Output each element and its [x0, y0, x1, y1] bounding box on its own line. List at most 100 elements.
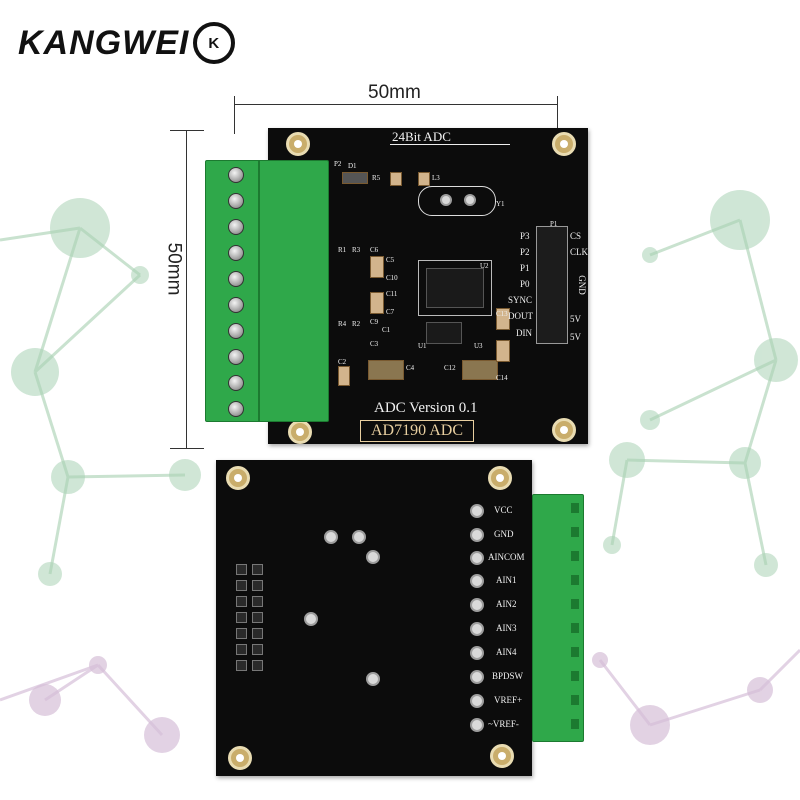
mount-hole — [288, 420, 312, 444]
smd-resistor — [390, 172, 402, 186]
header-label: DOUT — [508, 311, 533, 321]
pin-pad — [470, 670, 484, 684]
back-pin-label: GND — [494, 529, 514, 539]
component-label: R1 — [338, 246, 347, 254]
via-pad — [304, 612, 318, 626]
terminal-screw — [228, 193, 244, 209]
component-label: Y1 — [496, 200, 505, 208]
right-label: CLK — [570, 247, 588, 257]
component-label: R2 — [352, 320, 361, 328]
version-label: ADC Version 0.1 — [374, 400, 478, 416]
width-dimension-line — [234, 104, 558, 105]
header-label: P3 — [520, 231, 530, 241]
component-label: C6 — [370, 246, 379, 254]
component-label: C13 — [496, 310, 508, 318]
component-label: C14 — [496, 374, 508, 382]
mount-hole — [286, 132, 310, 156]
back-pin-label: AIN3 — [496, 623, 517, 633]
component-label: U3 — [474, 342, 483, 350]
pin-pad — [470, 528, 484, 542]
back-terminal-block — [532, 494, 584, 742]
height-dimension-line — [186, 130, 187, 448]
brand-logo: KANGWEI K — [18, 22, 236, 64]
back-pin-label: ~VREF- — [488, 719, 519, 729]
smd-capacitor — [338, 366, 350, 386]
smd-capacitor — [496, 340, 510, 362]
via-pad — [366, 672, 380, 686]
component-label: U1 — [418, 342, 427, 350]
mount-hole — [226, 466, 250, 490]
height-tick-bottom — [170, 448, 204, 449]
component-label: C5 — [386, 256, 395, 264]
component-label: C1 — [382, 326, 391, 334]
back-pin-label: BPDSW — [492, 671, 524, 681]
terminal-screw — [228, 297, 244, 313]
header-label: P1 — [520, 263, 530, 273]
smd-resistor — [418, 172, 430, 186]
component-label: C12 — [444, 364, 456, 372]
pin-pad — [470, 598, 484, 612]
mount-hole — [552, 418, 576, 442]
component-label: U2 — [480, 262, 489, 270]
tantalum-capacitor — [462, 360, 498, 380]
pin-pad — [470, 622, 484, 636]
terminal-divider — [258, 161, 260, 421]
header-label: SYNC — [508, 295, 533, 305]
header-footprint — [234, 560, 268, 678]
component-label: C2 — [338, 358, 347, 366]
component-label: C7 — [386, 308, 395, 316]
terminal-screw — [228, 323, 244, 339]
component-label: R3 — [352, 246, 361, 254]
mount-hole — [552, 132, 576, 156]
terminal-screw — [228, 245, 244, 261]
back-pin-label: AIN2 — [496, 599, 517, 609]
pin-header — [536, 226, 568, 344]
chip-outline — [418, 260, 492, 316]
terminal-screw — [228, 167, 244, 183]
height-tick-top — [170, 130, 204, 131]
smd-capacitor — [370, 256, 384, 278]
mount-hole — [490, 744, 514, 768]
crystal-outline — [418, 186, 496, 216]
component-label: C10 — [386, 274, 398, 282]
brand-name: KANGWEI — [18, 23, 190, 62]
height-label: 50mm — [163, 242, 185, 296]
component-label: C3 — [370, 340, 379, 348]
back-board: VCC GND AINCOM AIN1 AIN2 AIN3 AIN4 BPDSW… — [216, 460, 532, 776]
board-heading: 24Bit ADC — [392, 129, 451, 144]
component-label: P2 — [334, 160, 342, 168]
width-tick-right — [557, 96, 558, 134]
right-label: 5V — [570, 314, 581, 324]
ad7190-chip — [426, 268, 484, 308]
via-pad — [366, 550, 380, 564]
mount-hole — [228, 746, 252, 770]
back-pin-label: VREF+ — [494, 695, 523, 705]
width-label: 50mm — [368, 82, 421, 103]
mount-hole — [488, 466, 512, 490]
pin-pad — [470, 504, 484, 518]
component-label: L3 — [432, 174, 440, 182]
pin-pad — [470, 551, 484, 565]
back-pin-label: VCC — [494, 505, 513, 515]
front-terminal-block — [205, 160, 329, 422]
heading-arrow — [390, 144, 510, 145]
right-label: 5V — [570, 332, 581, 342]
crystal-pad — [464, 194, 476, 206]
component-label: D1 — [348, 162, 357, 170]
model-label: AD7190 ADC — [360, 420, 475, 442]
brand-badge: K — [193, 22, 236, 64]
back-pin-label: AIN4 — [496, 647, 517, 657]
crystal-pad — [440, 194, 452, 206]
via-pad — [324, 530, 338, 544]
back-pin-label: AIN1 — [496, 575, 517, 585]
pin-pad — [470, 718, 484, 732]
terminal-screw — [228, 219, 244, 235]
right-label: GND — [576, 275, 587, 295]
component-label: C9 — [370, 318, 379, 326]
back-pin-label: AINCOM — [488, 552, 525, 562]
pin-pad — [470, 646, 484, 660]
diode — [342, 172, 368, 184]
via-pad — [352, 530, 366, 544]
terminal-screw — [228, 401, 244, 417]
